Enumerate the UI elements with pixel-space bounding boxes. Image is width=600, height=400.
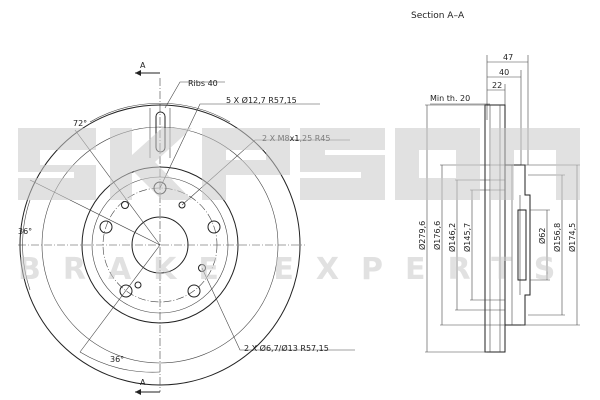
section-marker-bottom-label: A — [140, 378, 146, 387]
disc-profile — [484, 104, 531, 353]
pin-holes-leader — [201, 267, 355, 351]
diameter-labels: Ø279,6 Ø176,6 Ø146,2 Ø145,7 Ø62 Ø156,8 Ø… — [417, 221, 577, 252]
pin-holes-label: 2 X Ø6,7/Ø13 R57,15 — [244, 343, 329, 353]
diameter-label: Ø156,8 — [552, 223, 562, 252]
bolt-hole — [187, 284, 201, 298]
min-thickness-label: Min th. 20 — [430, 94, 470, 103]
angle-top-label: 72° — [73, 119, 87, 128]
bolt-holes-label: 5 X Ø12,7 R57,15 — [226, 95, 297, 105]
pin-hole — [121, 201, 129, 209]
friction-ring — [484, 104, 506, 353]
diameter-label: Ø62 — [537, 228, 547, 244]
front-view: 72° 36° 36° Ribs 40 5 X Ø12,7 R57,15 2 X… — [18, 61, 355, 395]
angle-left-label: 36° — [18, 227, 32, 236]
angle-arc-top — [89, 103, 231, 123]
hat-profile — [505, 164, 531, 326]
section-title: Section A–A — [411, 11, 465, 21]
diameter-label: Ø146,2 — [447, 223, 457, 252]
section-marker-top-label: A — [140, 61, 146, 70]
angle-bottom-label: 36° — [110, 355, 124, 364]
watermark: BRAKE EXPERTS — [18, 128, 580, 287]
watermark-tagline: BRAKE EXPERTS — [18, 252, 577, 287]
ribs-label: Ribs 40 — [188, 79, 218, 88]
watermark-logo — [18, 128, 580, 200]
pin-hole — [198, 264, 206, 272]
diameter-label: Ø174,5 — [567, 223, 577, 252]
section-marker-top: A — [135, 61, 160, 76]
section-view: Section A–A 47 40 22 Min th. 20 — [411, 11, 580, 353]
width-label-40: 40 — [499, 68, 509, 77]
bolt-holes-leader — [159, 103, 320, 189]
width-label-22: 22 — [492, 81, 502, 90]
width-label-47: 47 — [503, 53, 513, 62]
diameter-label: Ø145,7 — [462, 223, 472, 252]
bolt-hole — [119, 284, 133, 298]
angle-leader — [79, 244, 161, 353]
bolt-hole — [207, 220, 221, 234]
hub-bore-flange — [517, 209, 527, 281]
angle-arc-bottom — [79, 351, 161, 373]
diameter-label: Ø176,6 — [432, 221, 442, 250]
angle-arc-left — [22, 199, 31, 291]
threaded-holes-label: 2 X M8x1,25 R45 — [262, 134, 330, 143]
bolt-hole — [99, 220, 113, 234]
threaded-hole — [134, 281, 142, 289]
threaded-hole — [178, 201, 186, 209]
ribs-leader — [164, 81, 225, 109]
extension-lines — [425, 104, 580, 353]
diameter-label: Ø279,6 — [417, 221, 427, 250]
section-marker-bottom: A — [135, 378, 160, 395]
